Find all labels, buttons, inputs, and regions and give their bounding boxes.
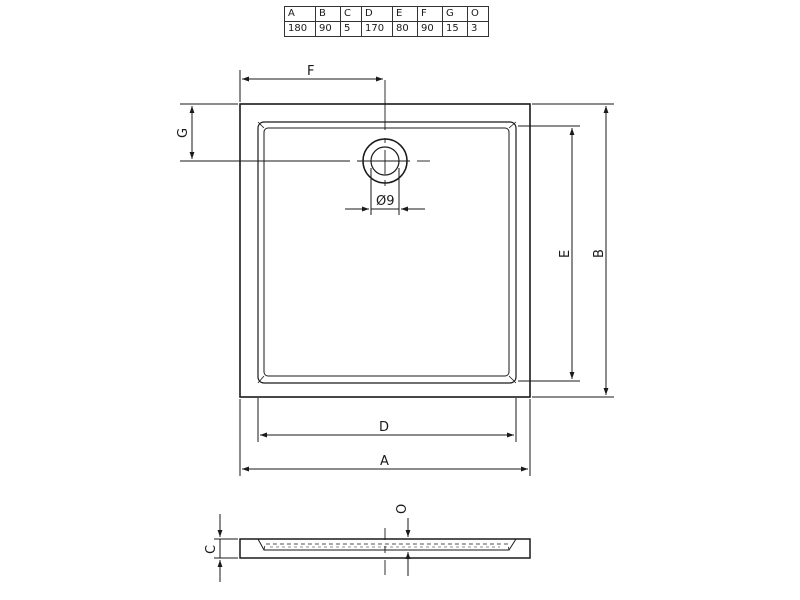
- tray-outer-edge: [239, 103, 531, 398]
- dimension-table: A B C D E F G O 180 90 5 170 80 90 15 3: [284, 6, 489, 37]
- dimension-table-header-row: A B C D E F G O: [284, 6, 489, 22]
- dimension-d-label: D: [379, 420, 389, 435]
- dimension-b-label: B: [592, 249, 607, 258]
- drain-centerlines: [180, 80, 430, 186]
- dimension-a: [239, 399, 531, 476]
- dimension-table-value-row: 180 90 5 170 80 90 15 3: [284, 21, 489, 37]
- tray-basin: [263, 127, 510, 377]
- drain-diameter-label: Ø9: [376, 194, 395, 209]
- table-value-d: 170: [361, 21, 393, 37]
- dimension-o: [400, 518, 416, 576]
- dimension-c: [214, 514, 238, 582]
- dimension-e: [518, 125, 580, 382]
- table-value-g: 15: [442, 21, 468, 37]
- tray-top-view: [239, 103, 531, 398]
- dimension-d: [257, 398, 517, 442]
- dimension-a-label: A: [380, 454, 389, 469]
- dimension-e-label: E: [558, 250, 573, 258]
- dimension-o-label: O: [395, 504, 410, 514]
- drain-diameter-dimension: [345, 168, 425, 215]
- table-value-e: 80: [392, 21, 418, 37]
- dimension-g-label: G: [176, 128, 191, 138]
- dimension-c-label: C: [204, 545, 219, 554]
- dimension-b: [532, 103, 614, 398]
- dimension-g: [180, 103, 238, 159]
- tray-inner-rim: [257, 121, 517, 384]
- dimension-f-label: F: [307, 64, 314, 79]
- dimension-f: [239, 70, 383, 102]
- table-value-o: 3: [467, 21, 489, 37]
